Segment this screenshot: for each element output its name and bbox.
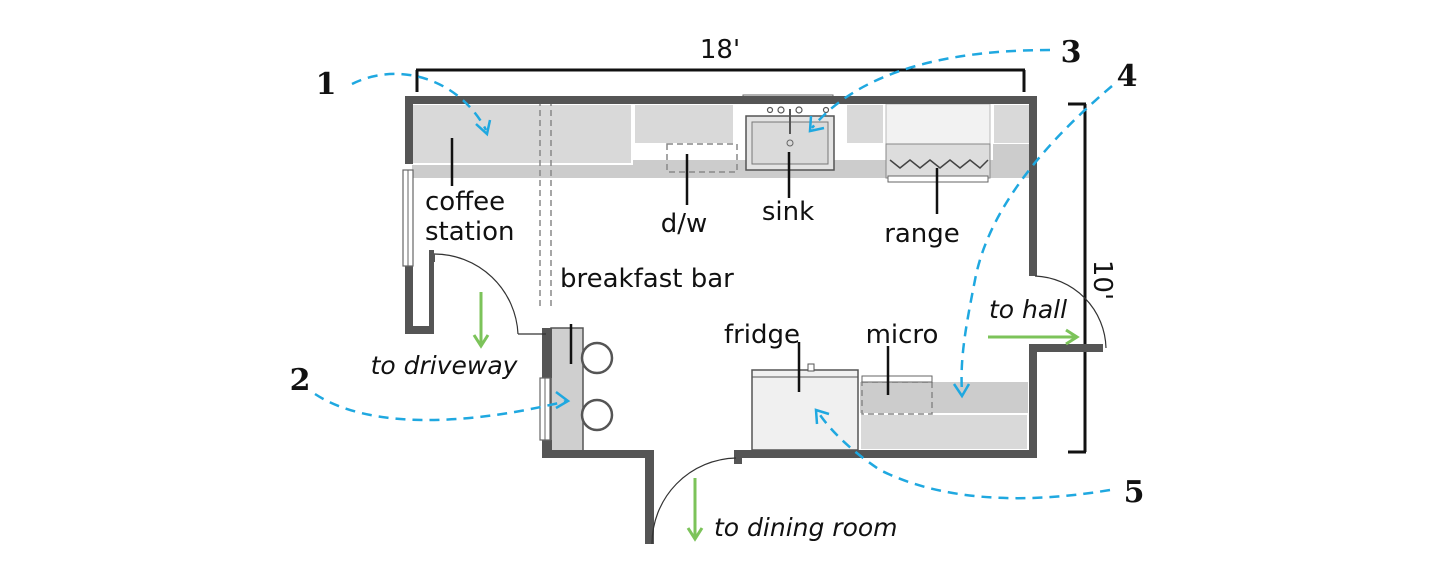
- exit-dining-label: to dining room: [714, 513, 898, 542]
- fridge-label: fridge: [724, 320, 800, 350]
- fridge: [751, 342, 859, 451]
- viewpoint-5: 5: [814, 408, 1145, 510]
- exit-driveway-label: to driveway: [371, 351, 519, 380]
- viewpoint-5-number: 5: [1124, 475, 1145, 510]
- coffee-label-1: coffee: [425, 187, 505, 217]
- viewpoint-1-number: 1: [316, 67, 337, 102]
- width-label: 18': [700, 35, 740, 65]
- stool: [580, 341, 614, 375]
- viewpoint-4: 4: [952, 59, 1138, 399]
- walls: [405, 96, 1103, 544]
- exit-hall: to hall: [988, 295, 1080, 346]
- dishwasher-label: d/w: [661, 209, 708, 239]
- stool: [580, 398, 614, 432]
- micro-label: micro: [866, 320, 939, 350]
- viewpoint-2-number: 2: [290, 363, 311, 398]
- viewpoint-4-number: 4: [1117, 59, 1138, 94]
- range-label: range: [884, 219, 960, 249]
- sink: [742, 94, 835, 198]
- window-left: [402, 169, 414, 267]
- coffee-label-2: station: [425, 217, 514, 247]
- door-dining: [651, 457, 737, 545]
- window-bar: [539, 377, 551, 441]
- viewpoint-3-number: 3: [1061, 35, 1082, 70]
- door-hall: [1034, 275, 1107, 349]
- viewpoint-2: 2: [290, 363, 571, 422]
- viewpoint-3: 3: [808, 35, 1082, 133]
- width-dimension: 18': [415, 35, 1026, 92]
- exit-dining: to dining room: [686, 478, 898, 542]
- dishwasher: [666, 143, 738, 205]
- height-dimension: 10': [1068, 102, 1117, 454]
- height-label: 10': [1087, 260, 1117, 300]
- exit-hall-label: to hall: [989, 295, 1067, 324]
- top-cabinets: [411, 103, 1031, 178]
- breakfast-bar-label: breakfast bar: [560, 264, 734, 294]
- exit-driveway: to driveway: [371, 292, 519, 380]
- range: [885, 103, 991, 214]
- door-driveway: [433, 253, 546, 335]
- viewpoint-1: 1: [316, 67, 492, 137]
- micro-counter: [859, 346, 1029, 451]
- opening-lines: [539, 100, 552, 310]
- breakfast-bar: [550, 324, 614, 452]
- sink-label: sink: [762, 197, 814, 227]
